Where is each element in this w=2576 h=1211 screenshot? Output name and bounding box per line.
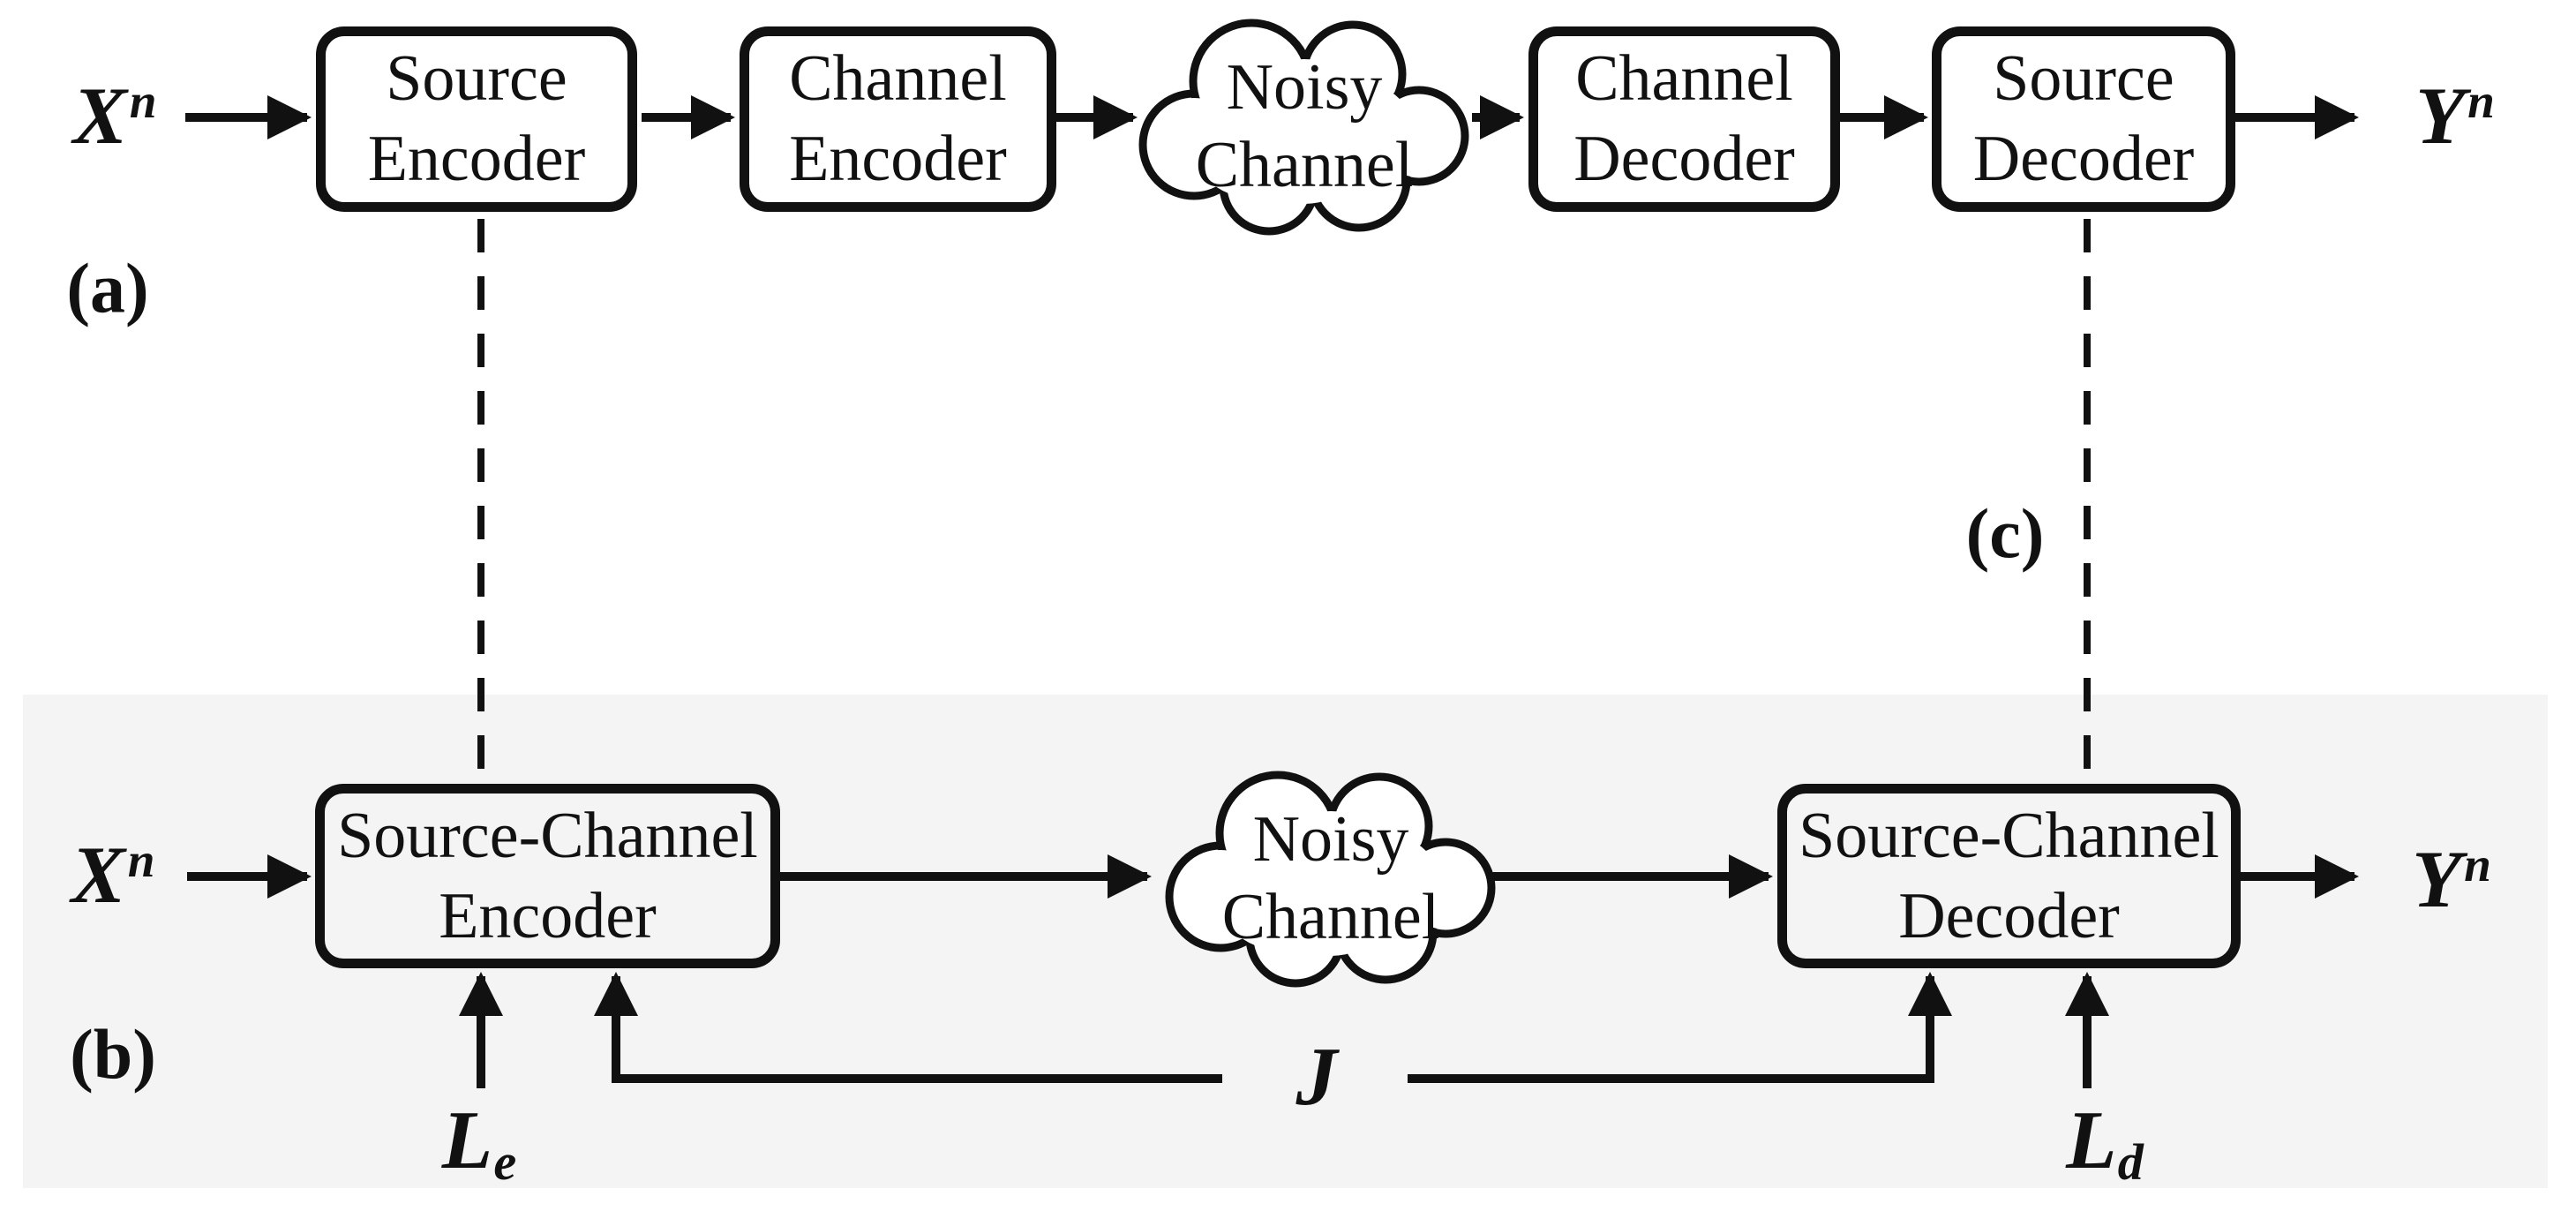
noisy-channel-cloud-bottom [1165,771,1496,988]
input-label-bottom-xn: Xn [71,830,155,920]
channel-encoder-label-line1: Channel [789,42,1007,115]
sc-encoder-label-line2: Encoder [439,879,657,952]
noisy-channel-label-bottom: Noisy Channel [1222,801,1440,956]
output-label-bottom-yn: Yn [2412,834,2491,924]
noisy-channel-bottom-line2: Channel [1221,881,1440,953]
source-channel-encoder-box: Source-Channel Encoder [315,784,780,968]
xn-bottom-superscript: n [127,833,155,888]
channel-encoder-box: Channel Encoder [740,26,1056,212]
le-subscript: e [493,1132,517,1191]
channel-encoder-label-line2: Encoder [789,123,1007,195]
source-channel-decoder-box: Source-Channel Decoder [1777,784,2241,968]
channel-decoder-label-line2: Decoder [1573,123,1795,195]
output-label-top-yn: Yn [2415,71,2495,161]
sc-encoder-label-line1: Source-Channel [337,799,758,872]
input-label-top-xn: Xn [72,71,157,161]
noisy-channel-top-line2: Channel [1195,129,1414,201]
panel-b-label: (b) [70,1016,156,1094]
sc-decoder-label-line1: Source-Channel [1799,799,2219,872]
source-decoder-label-line2: Decoder [1972,123,2195,195]
channel-decoder-label-line1: Channel [1575,42,1793,115]
yn-top-superscript: n [2467,74,2495,129]
source-encoder-label-line2: Encoder [367,123,586,195]
channel-decoder-box: Channel Decoder [1528,26,1840,212]
yn-bottom-superscript: n [2464,838,2491,892]
xn-top-superscript: n [129,74,157,129]
j-label: J [1296,1031,1338,1123]
le-label: Le [441,1094,517,1191]
noisy-channel-top-line1: Noisy [1226,51,1383,124]
panel-c-label: (c) [1965,495,2045,574]
sc-decoder-label-line2: Decoder [1898,879,2120,952]
source-encoder-label-line1: Source [386,42,567,115]
ld-subscript: d [2117,1132,2144,1191]
noisy-channel-label-top: Noisy Channel [1196,49,1414,204]
source-encoder-box: Source Encoder [316,26,637,212]
noisy-channel-cloud-top [1138,19,1469,236]
panel-a-label: (a) [66,250,149,328]
source-decoder-box: Source Decoder [1932,26,2235,212]
ld-label: Ld [2066,1094,2144,1191]
source-decoder-label-line1: Source [1993,42,2174,115]
noisy-channel-bottom-line1: Noisy [1252,803,1409,876]
